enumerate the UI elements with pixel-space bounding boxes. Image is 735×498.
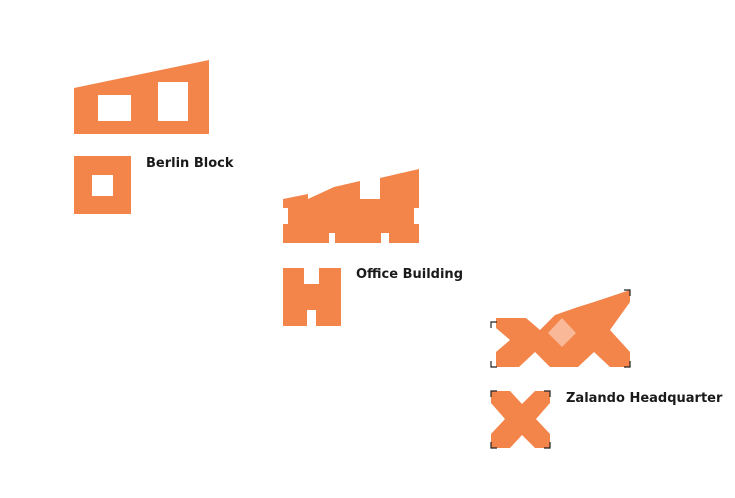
office-building-label: Office Building [356,267,463,282]
berlin-block-group[interactable]: Berlin Block [74,60,234,214]
zalando-facade-selection-corners-icon [490,289,631,368]
office-building-group[interactable]: Office Building [283,169,463,326]
zalando-headquarter-group[interactable]: Zalando Headquarter [490,289,723,449]
office-building-floorplan-icon [283,268,341,326]
office-building-facade-icon [283,169,419,243]
zalando-highlight-diamond-icon [548,318,576,347]
zalando-headquarter-label: Zalando Headquarter [566,391,723,406]
berlin-block-label: Berlin Block [146,156,234,171]
berlin-block-facade-icon [74,60,209,134]
zalando-floorplan-selection-corners-icon [490,390,551,449]
berlin-block-floorplan-icon [74,156,131,214]
zalando-floorplan-icon [491,391,550,448]
